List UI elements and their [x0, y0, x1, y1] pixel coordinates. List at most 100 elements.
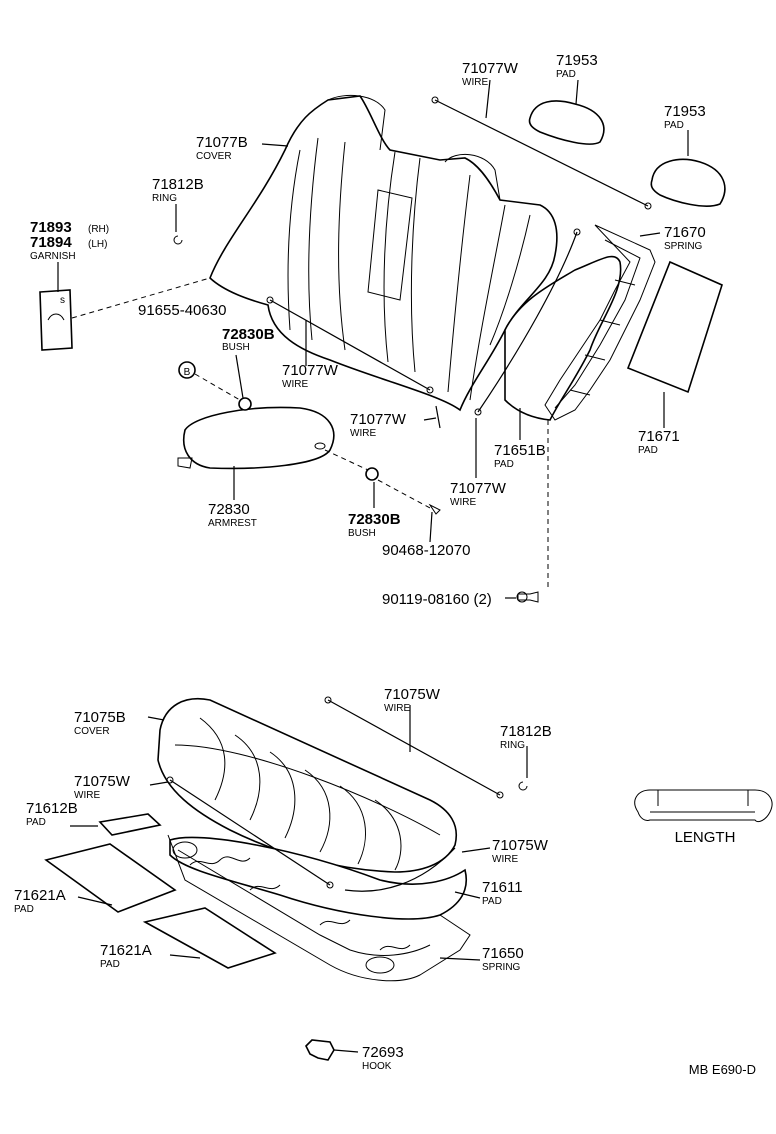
callout-description: PAD	[26, 817, 46, 828]
wire-71075w-top	[327, 699, 501, 796]
ring-71812b-bottom-shape	[518, 781, 528, 791]
callout-part-number: 72830	[208, 501, 250, 518]
bolt-90119-08160-shape	[517, 591, 539, 603]
bush-72830b-b-shape	[365, 467, 379, 481]
callout-part-number: 71077W	[282, 362, 339, 379]
callout-part-number: 71812B	[152, 176, 204, 193]
seat-back-headrest-right	[444, 153, 501, 201]
callout-description: PAD	[494, 459, 514, 470]
spring-71650-shape	[167, 834, 471, 982]
callout-part-number: 72830B	[222, 326, 275, 343]
callout-part-number: 71651B	[494, 442, 546, 459]
callout-part-number: 71894	[30, 234, 72, 251]
callout-part-number: 71612B	[26, 800, 78, 817]
length-symbol: LENGTH	[634, 789, 773, 846]
seat-back-pleat	[469, 204, 506, 401]
seat-cushion-assembly	[44, 696, 528, 1061]
callout-part-number: 72830B	[348, 511, 401, 528]
callout-description: PAD	[14, 904, 34, 915]
callout-part-number: 90468-12070	[382, 542, 470, 559]
pad-71611-shape	[169, 836, 467, 920]
callout-description: PAD	[482, 896, 502, 907]
callout-part-number: 91655-40630	[138, 302, 226, 319]
spring-frame-71670-shape	[544, 224, 656, 421]
seat-back-pleat	[489, 214, 531, 346]
hook-72693-shape	[305, 1039, 335, 1061]
garnish-shape	[39, 289, 73, 351]
callout-part-number: 90119-08160 (2)	[382, 591, 492, 608]
callout-part-number: 71075W	[492, 837, 549, 854]
seat-back-pleat	[287, 149, 301, 331]
pad-71953-b-shape	[650, 158, 726, 207]
screw-90468-12070-shape	[428, 503, 441, 515]
spring-frame-inner	[569, 279, 636, 396]
length-label: LENGTH	[675, 829, 736, 846]
callout-description: WIRE	[492, 854, 518, 865]
callout-part-number: 72693	[362, 1044, 404, 1061]
pad-71671-shape	[626, 260, 723, 394]
callout-description: BUSH	[348, 528, 376, 539]
figure-code: MB E690-D	[689, 1062, 756, 1077]
bush-72830b-a-shape	[238, 397, 252, 411]
callout-part-number: 71077W	[450, 480, 507, 497]
callout-description: PAD	[100, 959, 120, 970]
callout-part-number: 71650	[482, 945, 524, 962]
callout-part-number: 71077W	[462, 60, 519, 77]
callout-part-number: 71893	[30, 219, 72, 236]
callout-description: WIRE	[384, 703, 410, 714]
pad-71621a-b-shape	[142, 907, 277, 969]
bolt-91655-40630-shape	[178, 361, 196, 379]
callout-description: PAD	[664, 120, 684, 131]
wire-71077w-bottom	[269, 299, 431, 391]
pad-71651b-shape	[504, 255, 622, 421]
wire-71077w-hook	[435, 405, 441, 429]
callout-description: COVER	[74, 726, 110, 737]
callout-description: GARNISH	[30, 251, 76, 262]
callout-description: WIRE	[350, 428, 376, 439]
callout-description: PAD	[638, 445, 658, 456]
bolt-marker-letter: B	[184, 367, 191, 378]
callout-part-number: 71953	[556, 52, 598, 69]
seat-cushion-cover-shape	[157, 698, 457, 873]
pad-71953-a-shape	[528, 100, 605, 145]
callout-part-suffix: (LH)	[88, 239, 107, 250]
pad-71612b-shape	[98, 813, 162, 836]
callout-part-number: 71812B	[500, 723, 552, 740]
callout-part-number: 71611	[482, 879, 523, 896]
callout-part-suffix: (RH)	[88, 224, 109, 235]
callout-part-number: 71621A	[14, 887, 66, 904]
seat-back-pleat	[308, 137, 319, 341]
callout-description: ARMREST	[208, 518, 257, 529]
callout-description: WIRE	[462, 77, 488, 88]
callout-description: SPRING	[482, 962, 521, 973]
spring-frame-inner	[554, 239, 641, 409]
callout-part-number: 71670	[664, 224, 706, 241]
callout-labels: 71077W WIRE 71953 PAD 71953 PAD 71077B C…	[14, 52, 756, 1077]
wire-71077w-top	[434, 99, 649, 207]
callout-part-number: 71671	[638, 428, 680, 445]
callout-description: PAD	[556, 69, 576, 80]
wire-71075w-left	[169, 779, 331, 886]
pad-71621a-a-shape	[44, 843, 177, 913]
callout-description: WIRE	[450, 497, 476, 508]
callout-part-number: 71075W	[74, 773, 131, 790]
ring-71812b-top-shape	[173, 235, 183, 245]
seat-back-pleat	[383, 151, 396, 363]
callout-description: WIRE	[282, 379, 308, 390]
callout-part-number: 71077W	[350, 411, 407, 428]
callout-part-number: 71075W	[384, 686, 441, 703]
seat-back-pleat	[338, 141, 346, 351]
seat-back-center-panel	[367, 189, 413, 301]
callout-description: RING	[152, 193, 177, 204]
wire-71077w-side	[477, 231, 578, 413]
garnish-mark: s	[60, 295, 65, 306]
callout-part-number: 71077B	[196, 134, 248, 151]
seat-back-cover-shape	[209, 95, 558, 412]
wire-71075w-right	[344, 847, 456, 892]
leader-lines	[57, 79, 689, 1053]
callout-part-number: 71621A	[100, 942, 152, 959]
callout-description: WIRE	[74, 790, 100, 801]
seat-back-pleat	[410, 157, 421, 373]
seat-back-pleat	[447, 174, 471, 393]
